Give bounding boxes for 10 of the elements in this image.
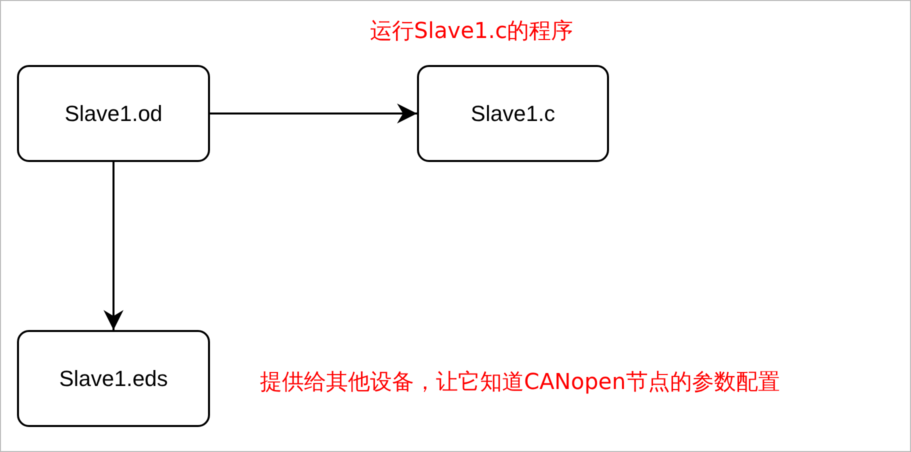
node-label: Slave1.od: [64, 100, 162, 126]
node-label: Slave1.c: [470, 100, 556, 126]
process-box: [417, 65, 609, 162]
annotation-note: 提供给其他设备，让它知道CANopen节点的参数配置: [260, 369, 780, 397]
node-label: Slave1.eds: [59, 366, 168, 392]
process-box: [17, 330, 210, 427]
process-box: [17, 65, 210, 162]
annotation-note: 运行Slave1.c的程序: [370, 18, 574, 46]
arrow: [210, 104, 417, 124]
arrow: [104, 162, 124, 330]
